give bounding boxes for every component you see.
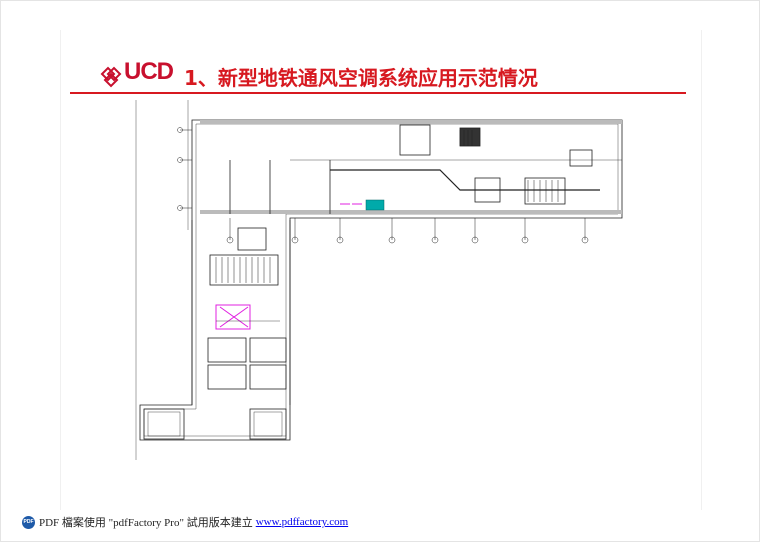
cad-floor-plan-drawing	[135, 100, 623, 460]
slide-frame	[60, 30, 702, 510]
pdf-watermark-footer: PDF PDF 檔案使用 "pdfFactory Pro" 試用版本建立 www…	[22, 514, 348, 530]
footer-text: PDF 檔案使用 "pdfFactory Pro" 試用版本建立	[39, 517, 253, 529]
title-underline	[70, 92, 686, 94]
slide-title: 1、新型地铁通风空调系统应用示范情况	[184, 66, 538, 90]
plan-outline	[139, 119, 623, 441]
ucd-logo-icon	[100, 66, 122, 88]
pdf-badge-icon: PDF	[22, 515, 35, 529]
logo-wordmark: UCD	[124, 58, 174, 85]
footer-link[interactable]: www.pdffactory.com	[255, 516, 349, 528]
